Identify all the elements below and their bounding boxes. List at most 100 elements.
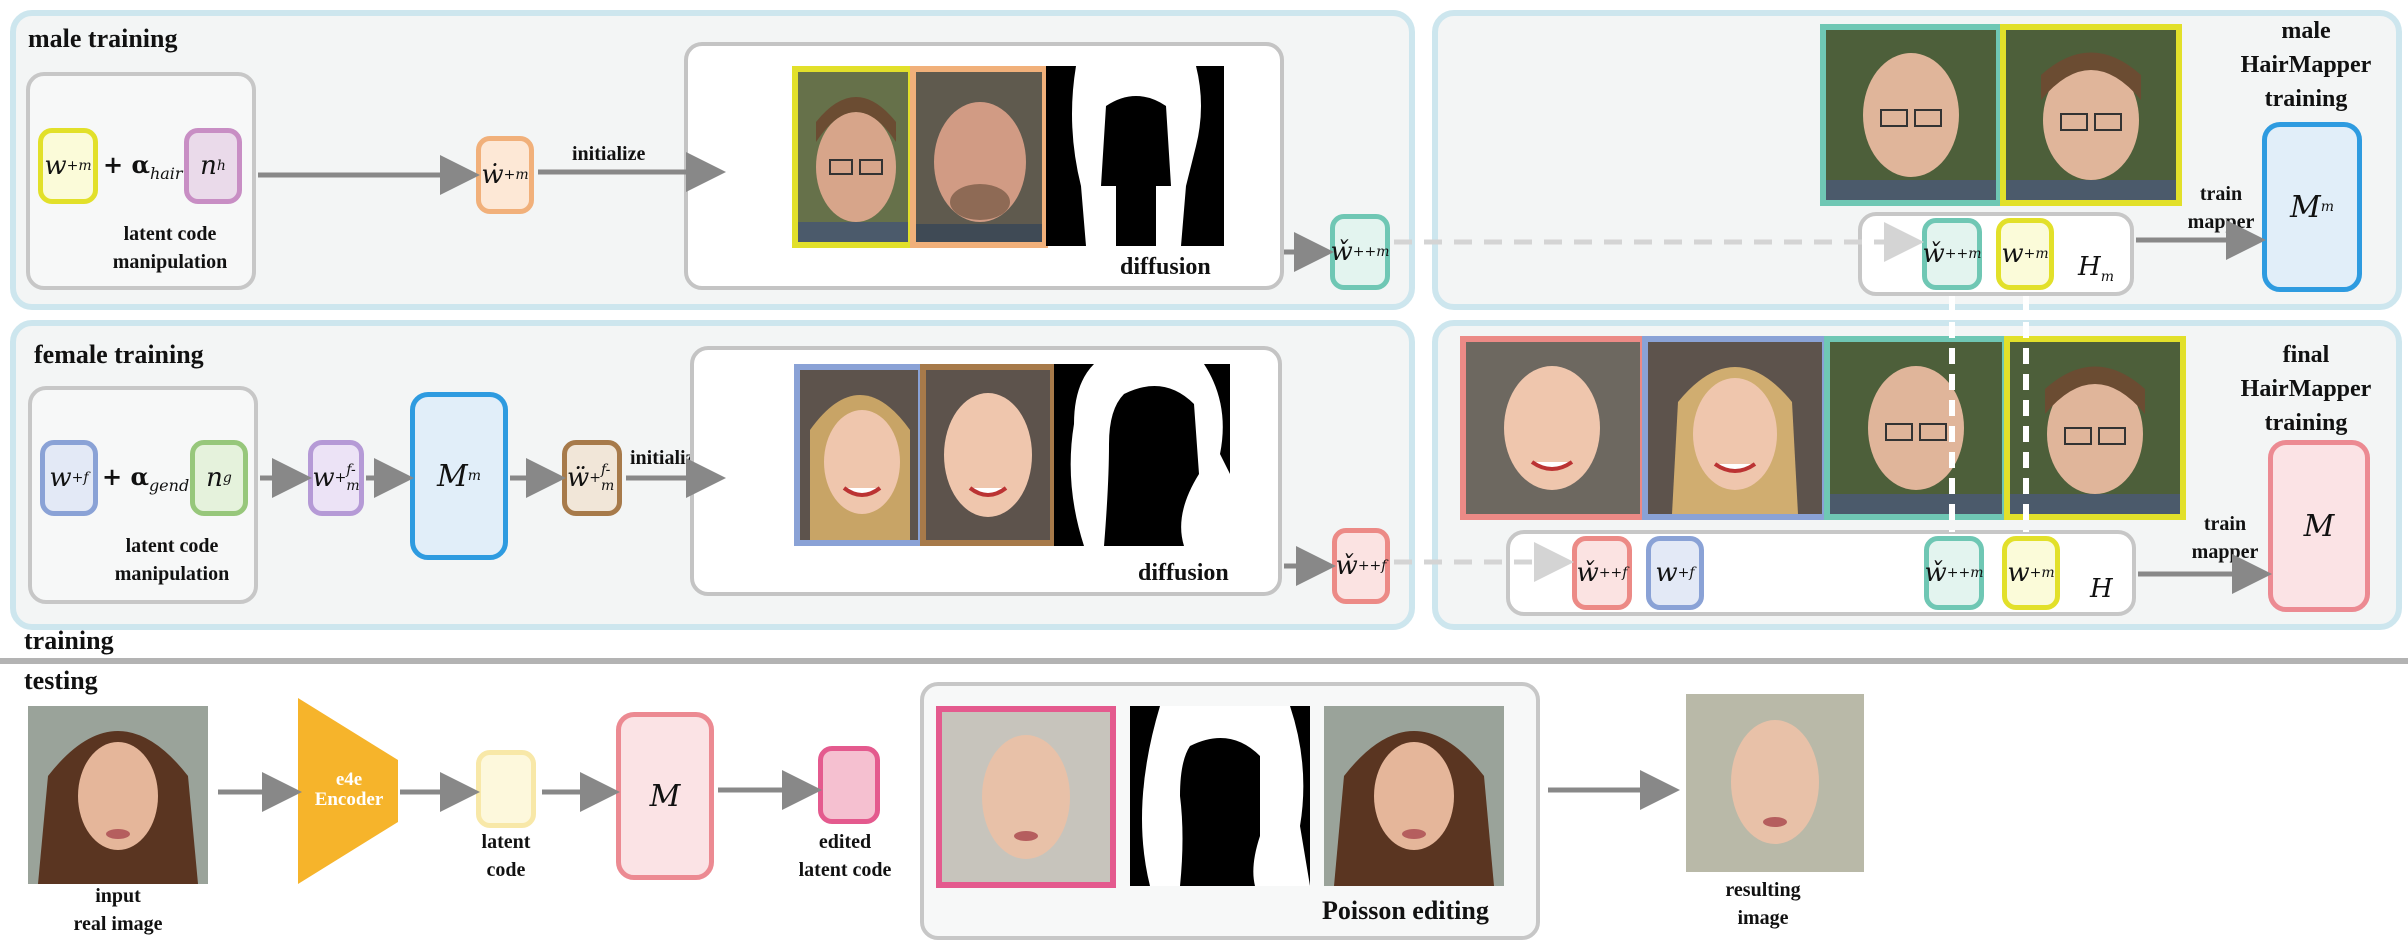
male-w-out-sup: ++	[1352, 244, 1377, 260]
final-female-bald-icon	[1466, 342, 1640, 514]
male-mapper-w-check-sup: ++	[1944, 246, 1969, 262]
female-training-title: female training	[34, 340, 204, 369]
latent-label-1: latent	[481, 831, 531, 853]
male-manip-line2: manipulation	[112, 251, 228, 273]
female-w-out-sub: f	[1381, 558, 1387, 574]
input-label-1: input	[95, 885, 141, 907]
male-n-label: n	[200, 151, 217, 181]
male-alpha-label: + αhair	[103, 150, 183, 183]
final-H-label: H	[2090, 574, 2113, 604]
female-w-ddot-sub: f-m	[601, 462, 615, 494]
poisson-original-image	[1324, 706, 1504, 886]
male-alpha-text: + α	[103, 150, 150, 179]
final-M-node: M	[2268, 440, 2370, 612]
female-manip-line1: latent code	[125, 535, 219, 557]
female-w-out-sup: ++	[1357, 558, 1382, 574]
male-bald-image	[910, 66, 1048, 248]
male-mapper-w-check-node: w̌++m	[1922, 218, 1982, 290]
result-image	[1686, 694, 1864, 872]
final-w-f-node: w+f	[1646, 536, 1704, 610]
female-w-fm-label: w	[312, 463, 335, 493]
female-mask-icon	[1054, 364, 1230, 546]
male-w-plus-label: w	[44, 151, 67, 181]
testing-section-label: testing	[24, 666, 98, 695]
final-train-label-1: train	[2203, 513, 2247, 535]
female-w-out-label: w̌	[1335, 551, 1358, 581]
poisson-bald-icon	[942, 712, 1110, 882]
female-w-plus-label: w	[49, 463, 72, 493]
male-mapper-w-plus-label: w	[2001, 239, 2024, 269]
male-H-sub: m	[2100, 269, 2114, 286]
poisson-label: Poisson editing	[1322, 896, 1489, 925]
poisson-original-icon	[1324, 706, 1504, 886]
female-n-sub: g	[222, 470, 232, 486]
final-train-label-2: mapper	[2191, 541, 2259, 563]
final-male-bald-icon	[1830, 342, 2002, 514]
male-train-label-2: mapper	[2187, 211, 2255, 233]
female-w-plus-node: w+f	[40, 440, 98, 516]
male-mask-image	[1046, 66, 1224, 246]
male-mapper-bald-image	[1820, 24, 2002, 206]
male-train-label-1: train	[2199, 183, 2243, 205]
final-mapper-title-line1: final	[2282, 342, 2330, 368]
section-divider	[0, 658, 2408, 664]
female-M-sub: m	[467, 468, 481, 484]
final-male-original-image	[2004, 336, 2186, 520]
result-label-1: resulting	[1725, 879, 1801, 901]
male-mapper-M-label: M	[2290, 189, 2321, 225]
female-w-fm-sub: f-m	[346, 462, 360, 494]
final-w-f-sub: f	[1689, 565, 1695, 581]
final-mapper-title-line3: training	[2264, 410, 2348, 436]
final-w-f-check-label: w̌	[1576, 558, 1599, 588]
final-female-original-image	[1642, 336, 1828, 520]
female-w-plus-sub: f	[83, 470, 89, 486]
poisson-mask-image	[1130, 706, 1310, 886]
male-w-dot-node: ẇ+m	[476, 136, 534, 214]
edited-label-1: edited	[818, 831, 872, 853]
male-w-plus-sub: m	[78, 158, 92, 174]
final-female-original-icon	[1648, 342, 1822, 514]
final-w-m-check-node: w̌++m	[1924, 536, 1984, 610]
female-bald-icon	[926, 370, 1050, 540]
final-w-m-check-sub: m	[1970, 565, 1984, 581]
male-diffusion-label: diffusion	[1120, 254, 1211, 280]
encoder-shape	[298, 698, 398, 884]
male-training-title: male training	[28, 24, 178, 53]
poisson-mask-icon	[1130, 706, 1310, 886]
male-w-out-node: w̌++m	[1330, 214, 1390, 290]
female-M-label: M	[437, 458, 468, 494]
female-initialize-label: initialize	[630, 447, 704, 469]
edited-label-2: latent code	[798, 859, 892, 881]
male-mapper-title-line2: HairMapper	[2240, 52, 2372, 78]
male-mapper-title-line1: male	[2281, 18, 2331, 44]
final-w-f-check-sup: ++	[1598, 565, 1623, 581]
result-face-icon	[1686, 694, 1864, 872]
final-w-m-check-label: w̌	[1924, 558, 1947, 588]
final-w-f-check-node: w̌++f	[1572, 536, 1632, 610]
input-face-icon	[28, 706, 208, 884]
female-alpha-text: + α	[102, 462, 149, 491]
result-label-2: image	[1737, 907, 1789, 929]
female-w-fm-node: w+f-m	[308, 440, 364, 516]
male-mapper-w-check-label: w̌	[1922, 239, 1945, 269]
female-w-ddot-node: ẅ+f-m	[562, 440, 622, 516]
male-w-out-label: w̌	[1330, 237, 1353, 267]
female-w-out-node: w̌++f	[1332, 528, 1390, 604]
final-male-original-icon	[2010, 342, 2180, 514]
female-diffusion-label: diffusion	[1138, 560, 1229, 586]
final-mapper-title-line2: HairMapper	[2240, 376, 2372, 402]
male-mapper-w-check-sub: m	[1968, 246, 1982, 262]
test-M-node: M	[616, 712, 714, 880]
female-w-ddot-label: ẅ	[567, 463, 590, 493]
final-w-m-label: w	[2007, 558, 2030, 588]
poisson-bald-image	[936, 706, 1116, 888]
encoder-label-1: e4e	[335, 769, 363, 790]
male-mask-icon	[1046, 66, 1224, 246]
male-w-dot-label: ẇ	[481, 160, 504, 190]
final-M-label: M	[2303, 508, 2335, 544]
male-mapper-bald-icon	[1826, 30, 1996, 200]
female-original-image	[794, 364, 924, 546]
